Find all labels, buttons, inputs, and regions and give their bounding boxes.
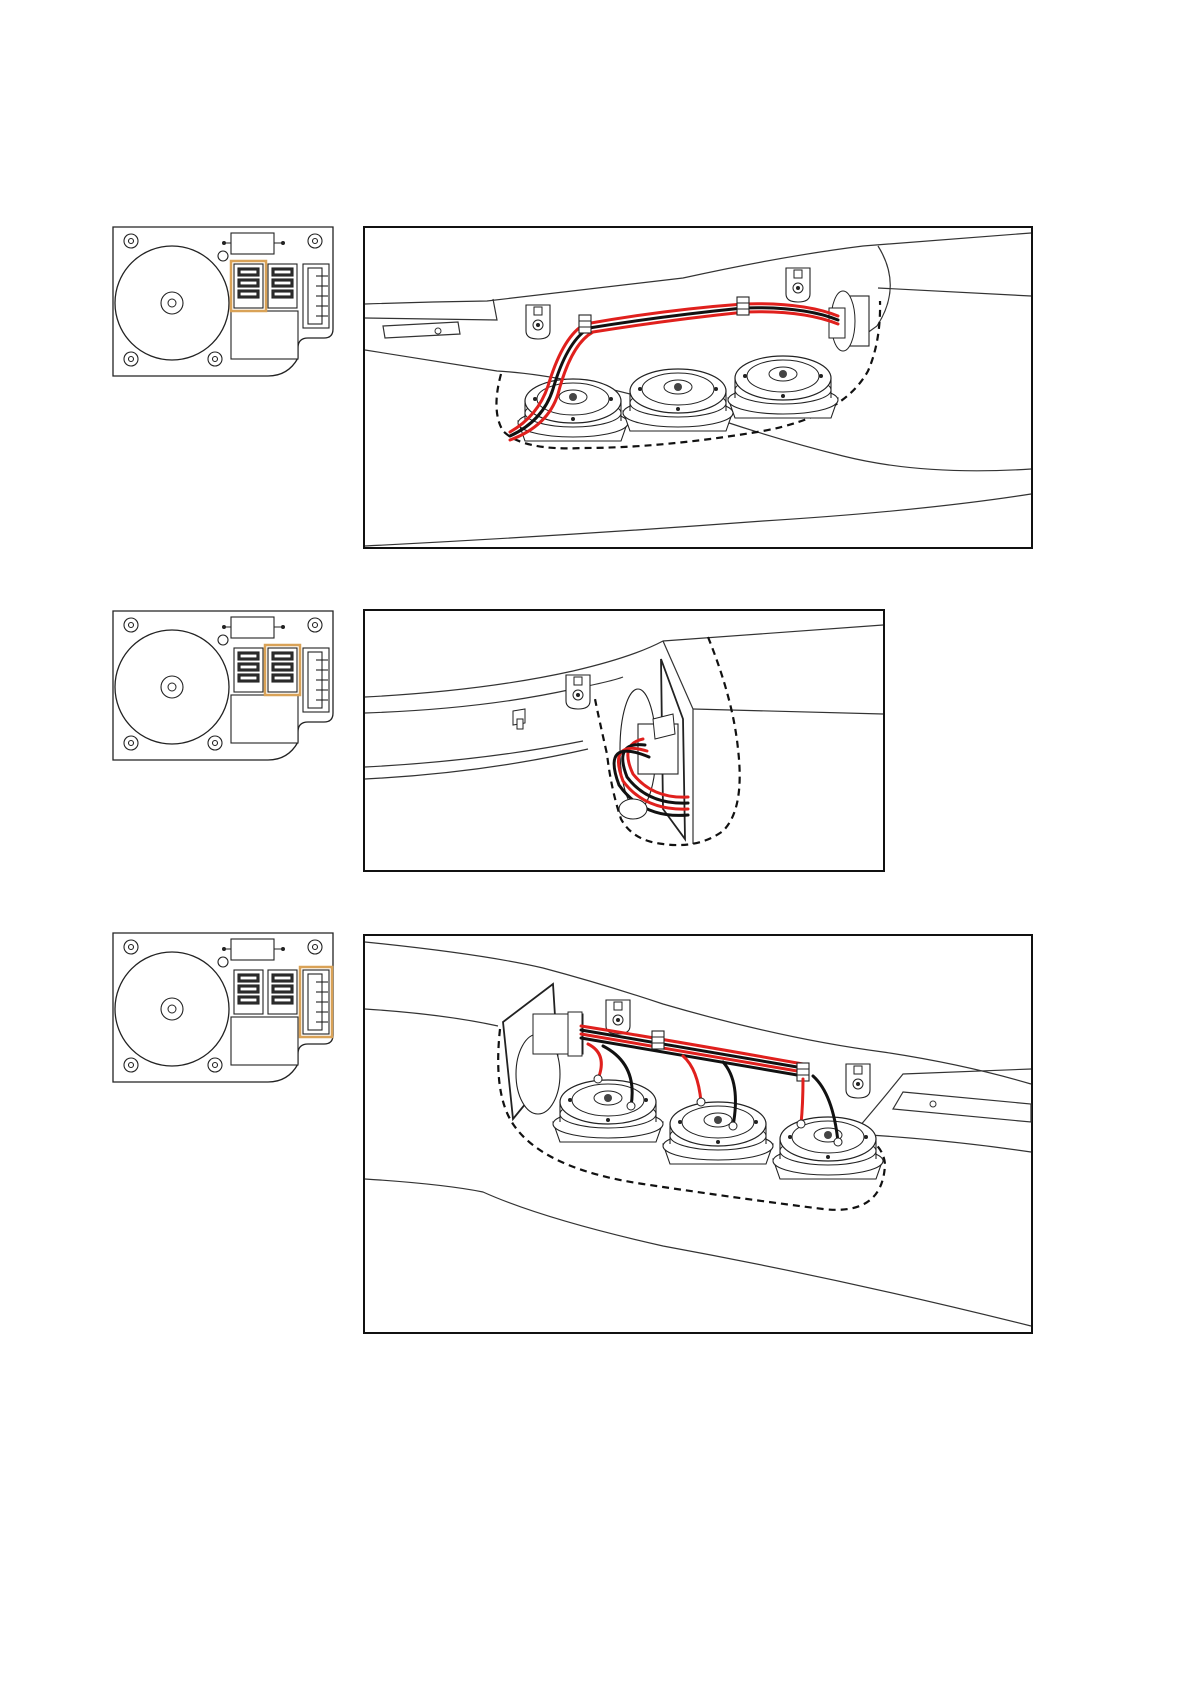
wiring-view-step-2 — [363, 609, 885, 872]
crossover-board-step-2 — [112, 610, 335, 761]
crossover-board-step-3 — [112, 932, 335, 1083]
crossover-board-step-1 — [112, 226, 335, 377]
wiring-view-step-3 — [363, 934, 1033, 1334]
wiring-view-step-1 — [363, 226, 1033, 549]
